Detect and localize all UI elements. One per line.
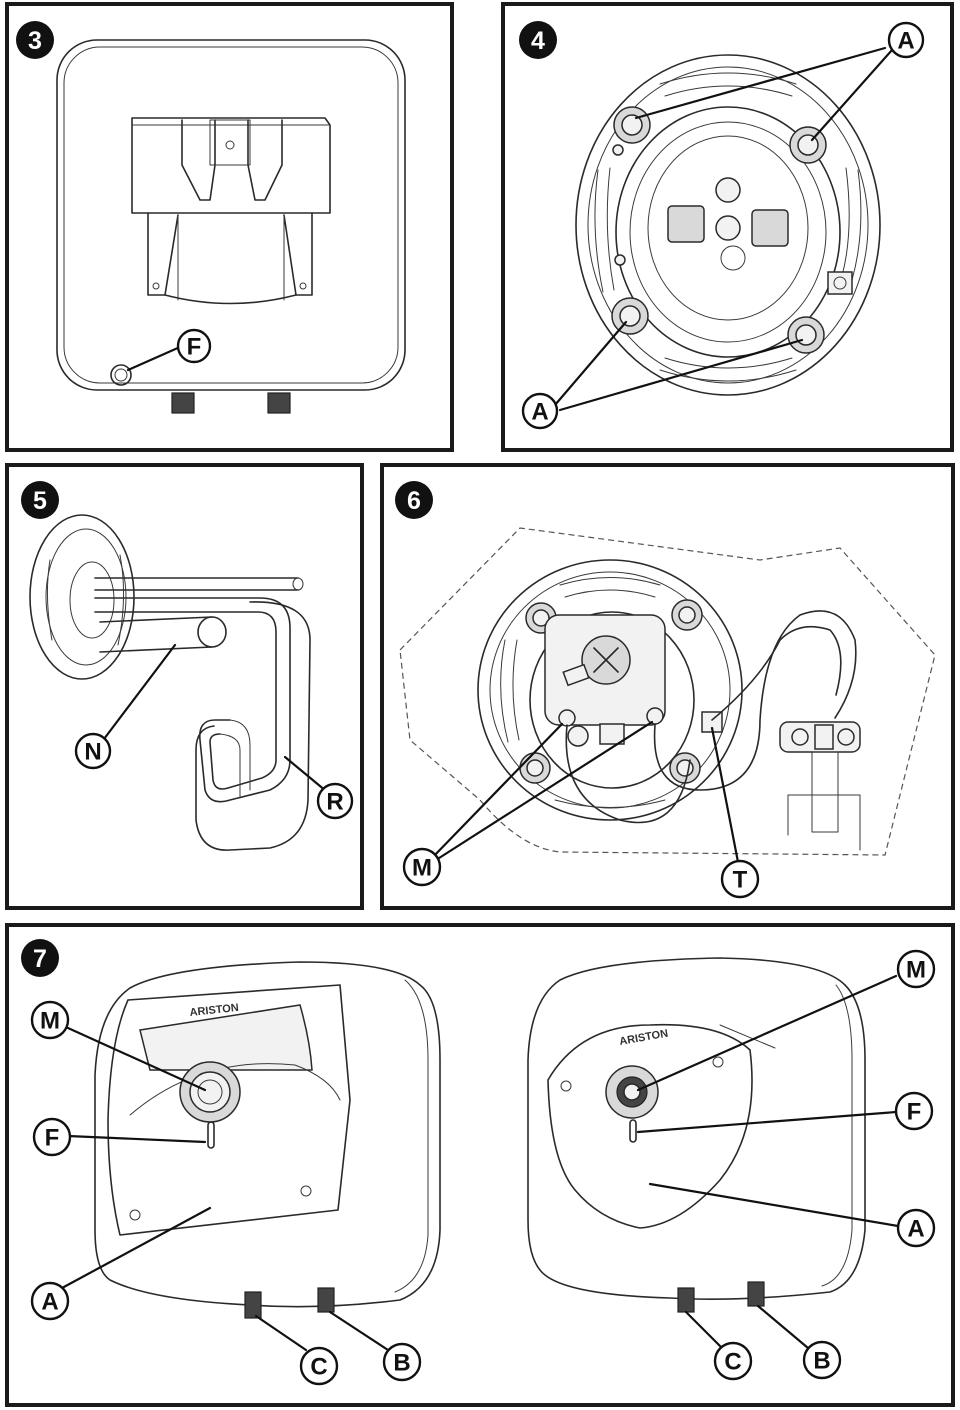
label-a-bottom: A [531, 399, 548, 426]
label-a-right: A [907, 1216, 924, 1243]
nut-top-left [613, 106, 651, 144]
panel-number: 4 [531, 27, 545, 55]
label-m-left: M [40, 1008, 60, 1035]
nut-tr [671, 599, 703, 631]
label-a-left: A [41, 1289, 58, 1316]
heater-back-outline [56, 39, 406, 391]
mounting-bracket [131, 117, 331, 214]
outlet-pipe-left [171, 392, 195, 414]
panel-number-badge [16, 21, 54, 59]
nut-bl [519, 752, 551, 784]
indicator-light [207, 1121, 215, 1149]
anode-rod [99, 616, 213, 653]
heater-left: ARISTON [94, 961, 441, 1319]
label-f: F [187, 334, 202, 361]
label-m: M [412, 855, 432, 882]
brand-logo: ARISTON [618, 1028, 669, 1048]
panel-7: ARISTON M F A C B A [5, 923, 955, 1407]
panel-number: 3 [28, 27, 42, 55]
nut-bottom-left [611, 297, 649, 335]
label-c-right: C [724, 1349, 741, 1376]
nut-br [669, 752, 701, 784]
panel-number: 5 [33, 487, 47, 515]
element-flange [29, 514, 135, 680]
flange-outer [575, 54, 881, 396]
panel-number: 6 [407, 487, 421, 515]
label-f-circle [176, 328, 212, 364]
panel-6-frame [380, 463, 955, 910]
label-a-top: A [897, 28, 914, 55]
panel-3: F 3 [5, 2, 454, 452]
plug-f-circle [110, 364, 132, 386]
label-n: N [84, 739, 101, 766]
label-b-left: B [393, 1350, 410, 1377]
label-t: T [733, 867, 748, 894]
label-b-right: B [813, 1348, 830, 1375]
nut-bottom-right [787, 316, 825, 354]
thermostat-knob [189, 1071, 231, 1113]
panel-4-frame [501, 2, 954, 452]
label-f-right: F [907, 1099, 922, 1126]
heating-element [94, 597, 291, 803]
flange-ring [615, 106, 841, 358]
nut-top-right [789, 126, 827, 164]
label-r: R [326, 789, 343, 816]
flange-outer [477, 559, 743, 821]
panel-5-frame [5, 463, 364, 910]
brand-logo: ARISTON [189, 1002, 239, 1019]
panel-3-frame [5, 2, 454, 452]
panel-5: N R 5 [5, 463, 364, 910]
heater-cutaway-outline [399, 527, 936, 856]
panel-7-frame [5, 923, 955, 1407]
heater-right: ARISTON [527, 957, 866, 1313]
panel-4: A A 4 [501, 2, 954, 452]
label-c-left: C [310, 1354, 327, 1381]
indicator-light [629, 1119, 637, 1143]
wire-1 [565, 724, 691, 824]
outlet-pipe-right [267, 392, 291, 414]
panel-6: M T 6 [380, 463, 955, 910]
label-m-right: M [906, 957, 926, 984]
panel-number: 7 [33, 945, 47, 973]
label-f-left: F [45, 1125, 60, 1152]
